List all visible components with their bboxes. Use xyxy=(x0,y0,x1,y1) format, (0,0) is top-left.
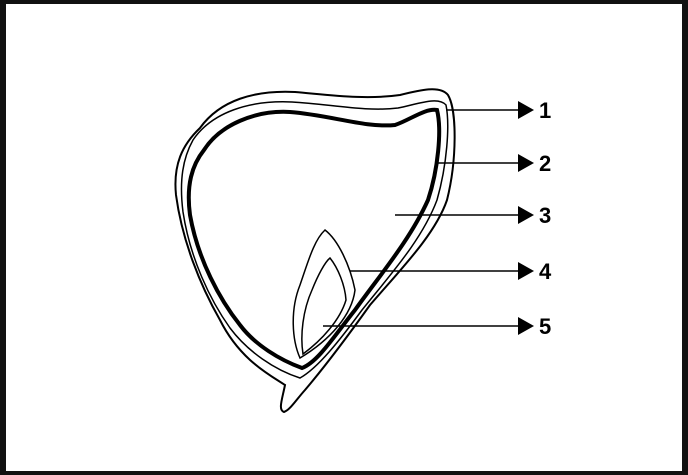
label-3: 3 xyxy=(539,203,551,228)
arrowhead-4 xyxy=(518,262,534,280)
inner-thick-layer xyxy=(189,110,439,368)
label-4: 4 xyxy=(539,259,552,284)
label-1: 1 xyxy=(539,98,551,123)
arrowhead-1 xyxy=(518,101,534,119)
arrowhead-5 xyxy=(518,317,534,335)
label-5: 5 xyxy=(539,314,551,339)
label-2: 2 xyxy=(539,151,551,176)
arrowhead-2 xyxy=(518,154,534,172)
outer-coat-outline xyxy=(175,89,454,412)
arrowhead-3 xyxy=(518,206,534,224)
